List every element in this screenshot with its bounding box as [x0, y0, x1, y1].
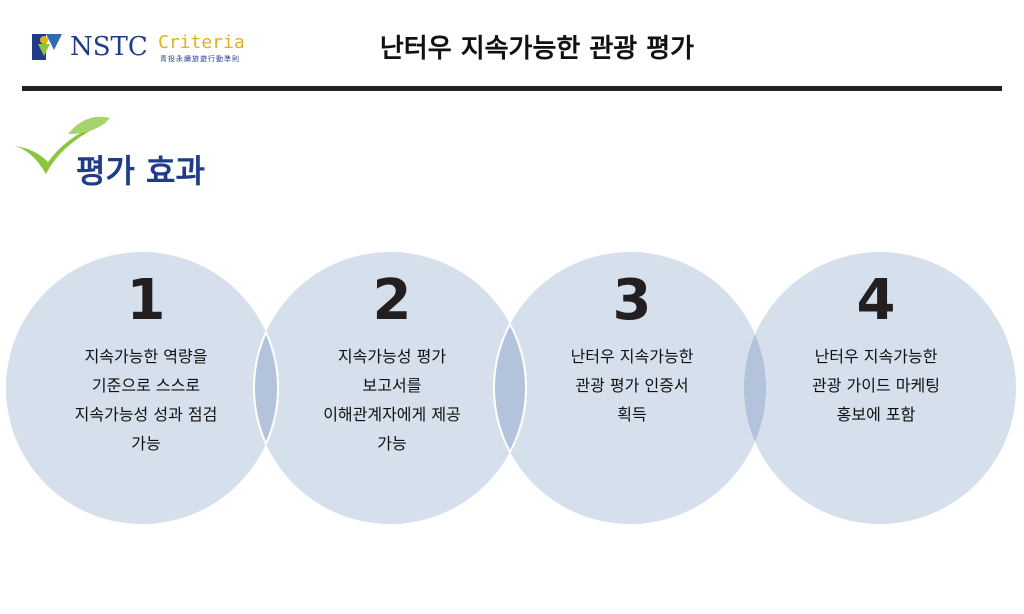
- step-2-line: 가능: [377, 434, 407, 453]
- step-circle-4: [744, 252, 1016, 524]
- step-circle-2: [254, 252, 526, 524]
- section-title: 평가 효과: [76, 152, 205, 190]
- step-4-line: 홍보에 포함: [836, 405, 916, 424]
- step-number-3: 3: [612, 268, 652, 333]
- step-description-1: 지속가능한 역량을 기준으로 스스로 지속가능성 성과 점검 가능: [46, 342, 246, 458]
- step-4-line: 관광 가이드 마케팅: [812, 376, 940, 395]
- step-number-1: 1: [126, 268, 166, 333]
- logo-product-text: Criteria: [158, 32, 245, 53]
- step-2-line: 보고서를: [362, 376, 422, 395]
- step-description-3: 난터우 지속가능한 관광 평가 인증서 획득: [532, 342, 732, 429]
- step-3-line: 획득: [617, 405, 647, 424]
- step-4-line: 난터우 지속가능한: [814, 347, 938, 366]
- step-3-line: 난터우 지속가능한: [570, 347, 694, 366]
- step-number-4: 4: [856, 268, 896, 333]
- step-circle-3: [494, 252, 766, 524]
- step-description-4: 난터우 지속가능한 관광 가이드 마케팅 홍보에 포함: [776, 342, 976, 429]
- step-1-line: 지속가능한 역량을: [84, 347, 208, 366]
- step-3-line: 관광 평가 인증서: [575, 376, 689, 395]
- nstc-criteria-logo: NSTC Criteria 青投永續旅遊行動準則: [30, 30, 260, 68]
- step-number-2: 2: [372, 268, 412, 333]
- checkmark-leaf-icon: [14, 116, 110, 174]
- step-1-line: 기준으로 스스로: [91, 376, 201, 395]
- step-2-line: 지속가능성 평가: [337, 347, 447, 366]
- step-1-line: 가능: [131, 434, 161, 453]
- header-divider: [22, 86, 1002, 91]
- page-title: 난터우 지속가능한 관광 평가: [379, 34, 695, 64]
- step-description-2: 지속가능성 평가 보고서를 이해관계자에게 제공 가능: [292, 342, 492, 458]
- logo-subtitle-text: 青投永續旅遊行動準則: [160, 55, 240, 63]
- logo-brand-text: NSTC: [70, 32, 148, 62]
- nstc-emblem-icon: [32, 34, 62, 60]
- step-circle-1: [6, 252, 278, 524]
- step-2-line: 이해관계자에게 제공: [323, 405, 461, 424]
- step-1-line: 지속가능성 성과 점검: [74, 405, 218, 424]
